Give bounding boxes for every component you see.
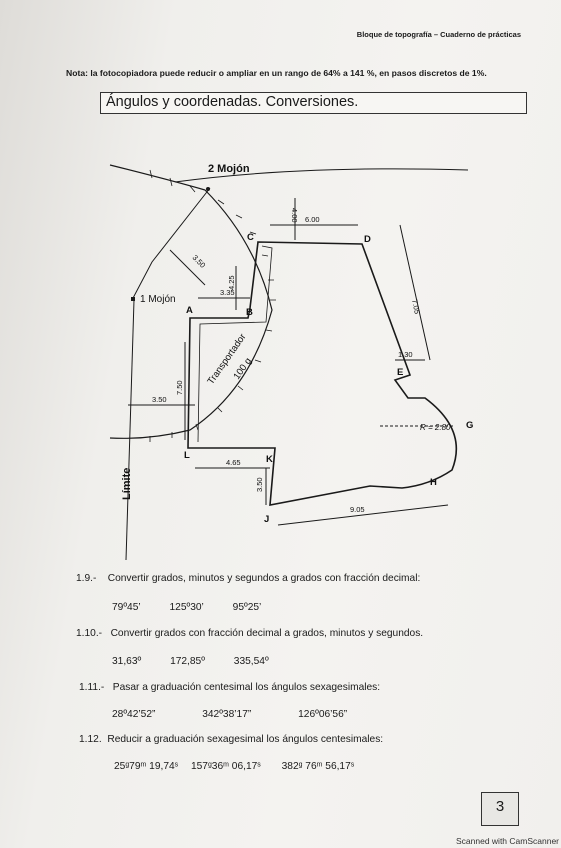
angle-value: 28º42’52” xyxy=(112,709,156,720)
exercise-1-10-values: 31,63º 172,85º 335,54º xyxy=(112,656,295,667)
exercise-number: 1.12. xyxy=(79,734,102,745)
exercise-text: Reducir a graduación sexagesimal los áng… xyxy=(107,734,384,745)
angle-value: 335,54º xyxy=(233,656,269,667)
section-title: Ángulos y coordenadas. Conversiones. xyxy=(106,94,359,110)
point-label: B xyxy=(246,307,253,318)
dim-line xyxy=(169,249,206,286)
limit-vertical xyxy=(125,299,135,561)
exercise-number: 1.9.- xyxy=(76,573,97,584)
angle-value: 157ᵍ36ᵐ 06,17ˢ xyxy=(190,761,261,772)
limit-line xyxy=(131,187,211,301)
angle-value: 79º45’ xyxy=(112,602,141,613)
exercise-1-9: 1.9.- Convertir grados, minutos y segund… xyxy=(76,573,420,584)
dim-label: 3.50 xyxy=(255,477,264,492)
angle-value: 172,85º xyxy=(170,656,205,667)
point-label: L xyxy=(184,450,190,461)
exercise-1-10: 1.10.- Convertir grados con fracción dec… xyxy=(76,628,423,639)
inner-wall xyxy=(197,245,273,443)
building-outline xyxy=(187,241,458,506)
angle-value: 25ᵍ79ᵐ 19,74ˢ xyxy=(114,761,179,772)
label-mojon-2: 2 Mojón xyxy=(208,163,250,175)
exercise-1-12-values: 25ᵍ79ᵐ 19,74ˢ 157ᵍ36ᵐ 06,17ˢ 382ᵍ 76ᵐ 56… xyxy=(114,761,380,772)
page-number-box: 3 xyxy=(481,792,519,826)
exercise-1-9-values: 79º45’ 125º30’ 95º25’ xyxy=(112,602,287,613)
point-label: D xyxy=(364,234,371,245)
dim-label: 9.05 xyxy=(350,505,365,514)
mojon-2-marker xyxy=(206,187,210,191)
exercise-text: Convertir grados, minutos y segundos a g… xyxy=(107,573,421,584)
exercise-number: 1.11.- xyxy=(79,682,105,693)
dim-label: 7.05 xyxy=(410,299,422,315)
protractor-arc xyxy=(109,164,273,439)
photocopy-note: Nota: la fotocopiadora puede reducir o a… xyxy=(66,68,487,78)
exercise-1-11: 1.11.- Pasar a graduación centesimal los… xyxy=(79,682,380,693)
point-label: H xyxy=(430,477,437,488)
point-label: C xyxy=(247,232,254,243)
page-number: 3 xyxy=(495,798,505,815)
point-label: J xyxy=(264,514,269,525)
dim-label: 3.50 xyxy=(191,253,208,270)
exercise-1-11-values: 28º42’52” 342º38’17” 126º06’56” xyxy=(112,709,373,720)
label-mojon-1: 1 Mojón xyxy=(140,294,176,305)
point-label: G xyxy=(466,420,473,431)
mojon-1-marker xyxy=(131,297,135,301)
section-title-box: Ángulos y coordenadas. Conversiones. xyxy=(100,92,527,114)
exercise-1-12: 1.12. Reducir a graduación sexagesimal l… xyxy=(79,734,383,745)
dim-label: 4.65 xyxy=(226,458,241,467)
dim-line xyxy=(399,224,431,361)
scanner-footer: Scanned with CamScanner xyxy=(456,836,560,846)
exercise-text: Pasar a graduación centesimal los ángulo… xyxy=(112,682,381,693)
exercise-text: Convertir grados con fracción decimal a … xyxy=(110,628,424,639)
angle-value: 382ᵍ 76ᵐ 56,17ˢ xyxy=(281,761,355,772)
angle-value: 95º25’ xyxy=(232,602,262,613)
running-header: Bloque de topografía – Cuaderno de práct… xyxy=(356,30,521,39)
angle-value: 126º06’56” xyxy=(298,709,348,720)
angle-value: 342º38’17” xyxy=(202,709,252,720)
dim-label: 6.00 xyxy=(305,215,320,224)
angle-value: 31,63º xyxy=(112,656,142,667)
label-radius: R = 2.80 xyxy=(420,423,451,432)
boundary-line xyxy=(174,168,469,183)
dim-label: 4.00 xyxy=(290,208,299,223)
dim-line xyxy=(277,504,449,526)
label-grad: 100 g xyxy=(231,356,254,382)
dim-label: 1.30 xyxy=(398,350,413,359)
dim-label: 4.25 xyxy=(227,275,236,290)
label-limite: Límite xyxy=(121,468,133,500)
point-label: A xyxy=(186,305,193,316)
exercise-number: 1.10.- xyxy=(76,628,103,639)
dim-label: 3.35 xyxy=(220,288,235,297)
dim-label: 3.50 xyxy=(152,395,167,404)
point-label: K xyxy=(266,454,273,465)
angle-value: 125º30’ xyxy=(169,602,204,613)
protractor-ticks xyxy=(149,169,276,442)
dim-label: 7.50 xyxy=(175,380,184,395)
point-label: E xyxy=(397,367,403,378)
